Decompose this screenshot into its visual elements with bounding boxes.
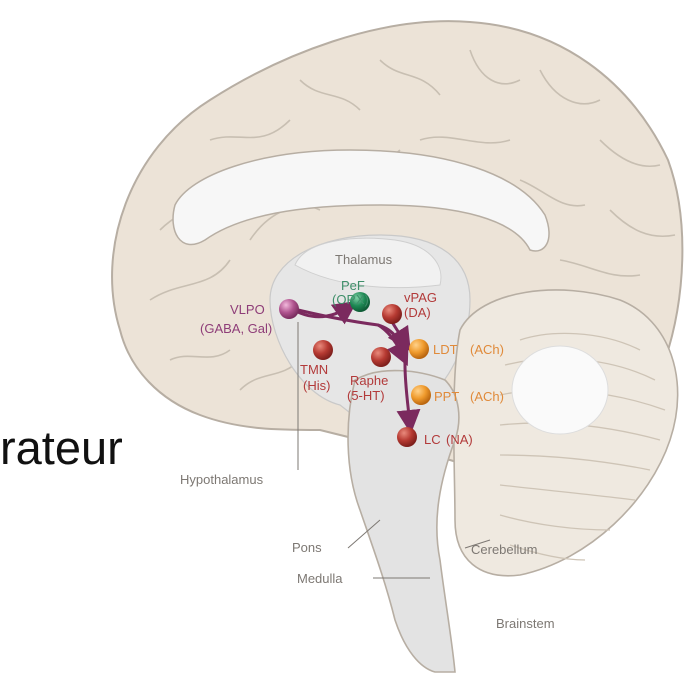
nucleus-ldt (409, 339, 429, 359)
nucleus-vpag (382, 304, 402, 324)
ppt-transmitter: (ACh) (470, 389, 504, 404)
brainstem-label: Brainstem (496, 616, 555, 631)
ldt-node (409, 339, 429, 359)
slide-text-fragment: rateur (0, 421, 123, 474)
vlpo-node (279, 299, 299, 319)
raphe-transmitter: (5-HT) (347, 388, 385, 403)
vlpo-label: VLPO (230, 302, 265, 317)
hypothalamus-label: Hypothalamus (180, 472, 264, 487)
vpag-transmitter: (DA) (404, 305, 431, 320)
nucleus-raphe (371, 347, 391, 367)
nucleus-ppt (411, 385, 431, 405)
brainstem (348, 371, 459, 672)
tmn-label: TMN (300, 362, 328, 377)
vpag-node (382, 304, 402, 324)
nucleus-lc (397, 427, 417, 447)
raphe-node (371, 347, 391, 367)
tmn-node (313, 340, 333, 360)
pef-label: PeF (341, 278, 365, 293)
cerebellum (454, 290, 678, 576)
pef-transmitter: (ORX) (332, 292, 369, 307)
ppt-node (411, 385, 431, 405)
lc-label: LC (424, 432, 441, 447)
ldt-label: LDT (433, 342, 458, 357)
raphe-label: Raphe (350, 373, 388, 388)
ppt-label: PPT (434, 389, 459, 404)
vpag-label: vPAG (404, 290, 437, 305)
pons-label: Pons (292, 540, 322, 555)
ldt-transmitter: (ACh) (470, 342, 504, 357)
vlpo-transmitter: (GABA, Gal) (200, 321, 272, 336)
lc-node (397, 427, 417, 447)
nucleus-tmn (313, 340, 333, 360)
cerebellum-label: Cerebellum (471, 542, 537, 557)
lc-transmitter: (NA) (446, 432, 473, 447)
nucleus-vlpo (279, 299, 299, 319)
tmn-transmitter: (His) (303, 378, 330, 393)
medulla-label: Medulla (297, 571, 343, 586)
thalamus-label: Thalamus (335, 252, 393, 267)
